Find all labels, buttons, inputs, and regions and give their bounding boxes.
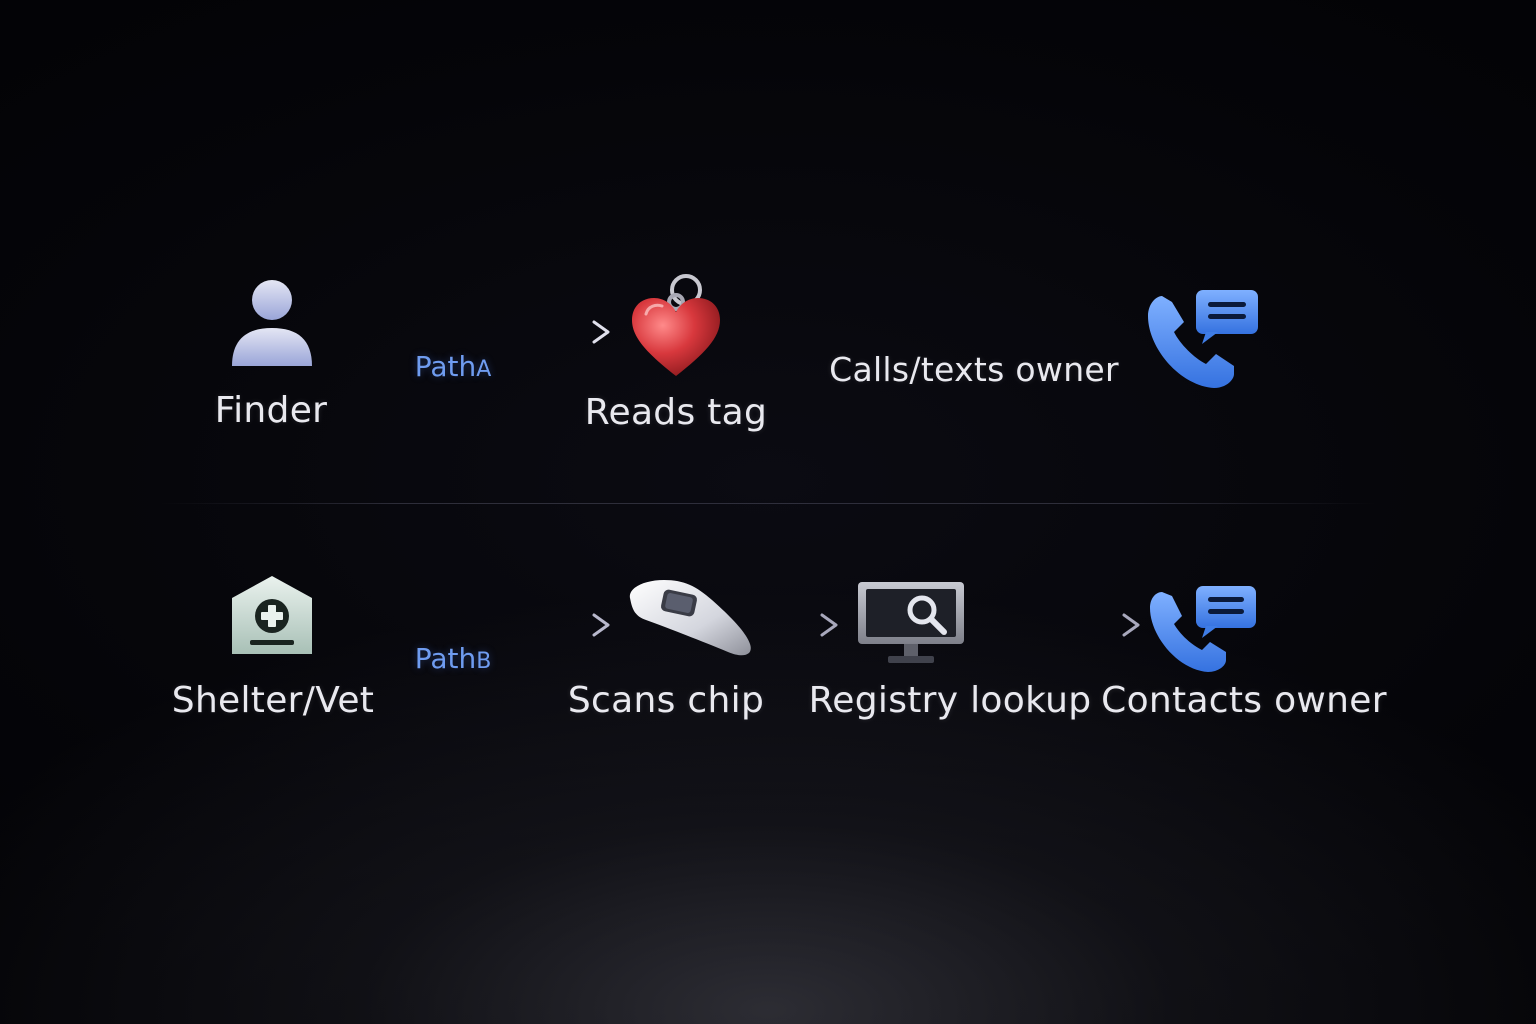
path-b-label: PathB [415,642,492,675]
path-a-label-main: Path [414,350,477,383]
edge-label-calls-texts-owner: Calls/texts owner [829,350,1119,389]
heart-tag-icon [632,274,720,376]
chip-scanner-icon [629,580,751,656]
edge-shelter-to-scanner [360,613,610,637]
person-icon [232,280,312,366]
edge-registry-to-contact [990,613,1140,637]
monitor-search-icon [858,582,964,663]
phone-message-icon [1150,586,1256,672]
path-a-label: PathA [415,350,492,383]
path-b-label-main: Path [414,642,477,675]
phone-message-icon [1148,290,1258,388]
edge-scanner-to-registry [760,613,838,637]
node-label-scans-chip: Scans chip [567,680,765,721]
edge-finder-to-tag [362,320,610,344]
node-label-finder: Finder [214,390,328,431]
node-label-reads-tag: Reads tag [584,392,768,433]
row-divider [160,503,1376,504]
node-label-contacts-owner: Contacts owner [1101,680,1387,721]
shelter-vet-icon [232,576,312,654]
path-b-label-sub: B [476,649,492,674]
node-label-shelter-vet: Shelter/Vet [171,680,375,721]
node-label-registry-lookup: Registry lookup [808,680,1092,721]
path-a-label-sub: A [476,357,492,382]
